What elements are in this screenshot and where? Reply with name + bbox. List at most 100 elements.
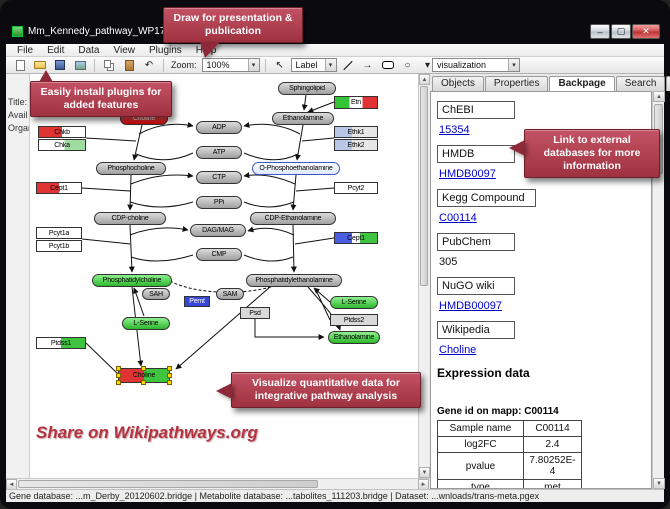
scroll-down-icon[interactable]: ▼	[419, 467, 430, 478]
open-button[interactable]	[31, 58, 49, 73]
titlebar[interactable]: Mm_Kennedy_pathway_WP1771_45176.gpml – ▢…	[6, 22, 664, 44]
tab-legend[interactable]: Legend	[666, 76, 670, 91]
selection-handle[interactable]	[167, 380, 172, 385]
minimize-button[interactable]: –	[590, 24, 610, 39]
selection-handle[interactable]	[167, 366, 172, 371]
pathway-node-chka[interactable]: Chka	[38, 139, 86, 151]
selection-handle[interactable]	[141, 380, 146, 385]
pathway-node-o-phosphoethanolamine[interactable]: O-Phosphoethanolamine	[252, 162, 340, 175]
table-cell: C00114	[523, 420, 582, 437]
vertical-scroll-thumb[interactable]	[420, 86, 428, 286]
tab-backpage[interactable]: Backpage	[549, 76, 615, 91]
pathway-node-cept1[interactable]: Cept1	[334, 232, 378, 244]
rounded-rect-tool-button[interactable]	[379, 58, 397, 73]
menu-view[interactable]: View	[113, 44, 135, 56]
paste-button[interactable]	[120, 58, 138, 73]
pathway-node-phosphocholine[interactable]: Phosphocholine	[96, 162, 166, 175]
chevron-down-icon[interactable]: ▾	[324, 59, 336, 71]
pathway-node-l-serine[interactable]: L-Serine	[330, 296, 378, 309]
menu-plugins[interactable]: Plugins	[148, 44, 182, 56]
db-header-wikipedia: Wikipedia	[437, 321, 515, 339]
horizontal-scroll-thumb[interactable]	[18, 480, 318, 488]
copy-button[interactable]	[100, 58, 118, 73]
canvas-horizontal-scrollbar[interactable]: ◄ ►	[6, 478, 429, 490]
pathway-node-phosphatidylethanolamine[interactable]: Phosphatidylethanolamine	[246, 274, 342, 287]
pathway-node-choline[interactable]: Choline	[116, 366, 172, 385]
select-tool-button[interactable]: ↖	[275, 59, 284, 71]
scroll-down-icon[interactable]: ▼	[653, 478, 665, 489]
pathway-node-ppi[interactable]: PPi	[196, 196, 242, 209]
pathway-node-pcyt1b[interactable]: Pcyt1b	[36, 240, 82, 252]
selection-handle[interactable]	[116, 366, 121, 371]
callout-link-text: Link to external databases for more info…	[543, 134, 641, 173]
new-file-button[interactable]	[11, 58, 29, 73]
pathway-node-sah[interactable]: SAH	[142, 288, 170, 300]
tab-properties[interactable]: Properties	[484, 76, 549, 91]
pathway-node-atp[interactable]: ATP	[196, 146, 242, 159]
pathway-node-ptdss1[interactable]: Ptdss1	[36, 337, 86, 349]
label-tool-combobox[interactable]: Label ▾	[290, 58, 337, 72]
selection-handle[interactable]	[167, 372, 172, 378]
selection-handle[interactable]	[141, 366, 146, 371]
canvas-vertical-scrollbar[interactable]: ▲ ▼	[418, 74, 430, 478]
pathway-node-adp[interactable]: ADP	[196, 121, 242, 134]
pathway-node-ptdss2[interactable]: Ptdss2	[330, 314, 378, 326]
pathway-node-cdp-choline[interactable]: CDP-choline	[94, 212, 166, 225]
pathway-node-ctp[interactable]: CTP	[196, 171, 242, 184]
toolbar-separator	[94, 58, 95, 72]
pathway-node-ethk2[interactable]: Ethk2	[334, 139, 378, 151]
pathway-node-psd[interactable]: Psd	[240, 307, 270, 319]
menu-data[interactable]: Data	[78, 44, 100, 56]
selection-handle[interactable]	[116, 380, 121, 385]
tab-search[interactable]: Search	[615, 76, 666, 91]
scroll-up-icon[interactable]: ▲	[419, 74, 430, 85]
export-image-button[interactable]	[71, 58, 89, 73]
zoom-label: Zoom:	[171, 60, 197, 70]
pathway-node-sam[interactable]: SAM	[216, 288, 244, 300]
pathway-node-l-serine[interactable]: L-Serine	[122, 317, 170, 330]
pathway-node-pcyt2[interactable]: Pcyt2	[334, 182, 378, 194]
pathway-node-sphingolipid[interactable]: Sphingolipid	[278, 82, 336, 95]
pathway-node-etn[interactable]: Etn	[334, 96, 378, 109]
kegg-link[interactable]: C00114	[439, 212, 477, 224]
chebi-link[interactable]: 15354	[439, 124, 470, 136]
nugo-link[interactable]: HMDB00097	[439, 300, 502, 312]
hmdb-link[interactable]: HMDB0097	[439, 168, 496, 180]
pathway-node-pemt[interactable]: Pemt	[184, 296, 210, 307]
menu-edit[interactable]: Edit	[47, 44, 65, 56]
tab-objects[interactable]: Objects	[432, 76, 484, 91]
undo-button[interactable]: ↶	[144, 59, 154, 71]
visualization-combobox[interactable]: visualization ▾	[432, 58, 520, 72]
scroll-up-icon[interactable]: ▲	[653, 91, 665, 102]
pathway-node-ethanolamine[interactable]: Ethanolamine	[328, 331, 380, 344]
paste-icon	[124, 59, 134, 71]
arrow-tool-button[interactable]: →	[362, 59, 373, 71]
line-tool-button[interactable]	[339, 58, 357, 73]
pathway-node-ethanolamine[interactable]: Ethanolamine	[272, 112, 334, 125]
maximize-button[interactable]: ▢	[611, 24, 631, 39]
pathway-node-chkb[interactable]: Chkb	[38, 126, 86, 138]
pathway-node-cmp[interactable]: CMP	[196, 248, 242, 261]
pathway-node-cdp-ethanolamine[interactable]: CDP-Ethanolamine	[250, 212, 336, 225]
close-button[interactable]: ✕	[632, 24, 660, 39]
chevron-down-icon[interactable]: ▾	[508, 59, 519, 71]
wikipedia-link[interactable]: Choline	[439, 344, 477, 356]
pathway-node-dag-mag[interactable]: DAG/MAG	[190, 224, 246, 237]
chevron-down-icon[interactable]: ▾	[247, 59, 259, 71]
pathway-node-cept1[interactable]: Cept1	[36, 182, 82, 194]
pathway-node-phosphatidylcholine[interactable]: Phosphatidylcholine	[92, 274, 172, 287]
zoom-combobox[interactable]: 100% ▾	[201, 58, 260, 72]
menu-file[interactable]: File	[17, 44, 34, 56]
pathway-node-ethk1[interactable]: Ethk1	[334, 126, 378, 138]
selection-handle[interactable]	[116, 372, 121, 378]
save-button[interactable]	[51, 58, 69, 73]
callout-visualize: Visualize quantitative data for integrat…	[216, 372, 421, 409]
info-organism-label: Organ	[8, 123, 29, 133]
ellipse-tool-button[interactable]: ○	[404, 59, 411, 71]
shape-template-dropdown[interactable]: ▾	[425, 59, 431, 71]
pathway-node-pcyt1a[interactable]: Pcyt1a	[36, 227, 82, 239]
